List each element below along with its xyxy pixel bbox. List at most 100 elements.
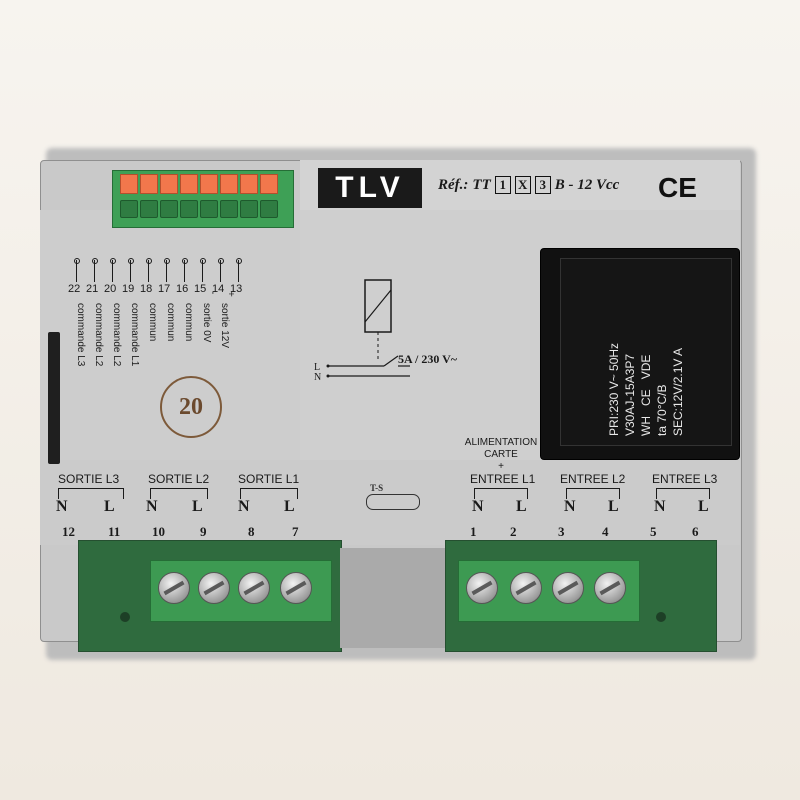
power-supply-label: ALIMENTATION CARTE + bbox=[458, 437, 544, 473]
terminal-number: 8 bbox=[248, 524, 255, 539]
screw-slot bbox=[163, 580, 185, 596]
screw-terminal[interactable] bbox=[594, 572, 626, 604]
neutral-pole: N bbox=[472, 498, 484, 515]
terminal-number: 1 bbox=[470, 524, 477, 539]
screw-slot bbox=[599, 580, 621, 596]
screw-terminal[interactable] bbox=[466, 572, 498, 604]
board-hole bbox=[656, 612, 666, 622]
screw-terminal[interactable] bbox=[552, 572, 584, 604]
neutral-pole: N bbox=[146, 498, 158, 515]
pin-dot bbox=[128, 258, 134, 264]
transformer-label-face bbox=[560, 258, 732, 446]
pin-line bbox=[202, 260, 203, 282]
neutral-pole: N bbox=[56, 498, 68, 515]
transformer-line: SEC:12V/2.1V A bbox=[671, 347, 685, 436]
ce-certification-mark: CE bbox=[658, 172, 697, 203]
input-section-label: ENTREE L2 bbox=[560, 472, 626, 486]
terminal-lever[interactable] bbox=[120, 174, 138, 194]
pin-line bbox=[220, 260, 221, 282]
terminal-lever[interactable] bbox=[180, 174, 198, 194]
module-bottom-strip bbox=[40, 460, 740, 545]
bracket bbox=[566, 488, 620, 499]
pin-function-label: commun bbox=[165, 303, 176, 342]
pin-number: 21 bbox=[86, 283, 99, 295]
relay-rating: 5A / 230 V~ bbox=[398, 352, 458, 366]
terminal-socket[interactable] bbox=[120, 200, 138, 218]
screw-terminal[interactable] bbox=[238, 572, 270, 604]
terminal-number: 2 bbox=[510, 524, 517, 539]
neutral-pole: N bbox=[238, 498, 250, 515]
terminal-socket[interactable] bbox=[240, 200, 258, 218]
screw-terminal[interactable] bbox=[510, 572, 542, 604]
pin-function-label: commande L3 bbox=[75, 303, 86, 367]
pin-function-label: sortie 0V bbox=[201, 303, 212, 343]
relay-contact bbox=[383, 355, 399, 367]
pin-polarity-label: - bbox=[207, 291, 218, 295]
output-section-label: SORTIE L3 bbox=[58, 472, 120, 486]
terminal-number: 3 bbox=[558, 524, 565, 539]
pin-polarity-label: + bbox=[225, 291, 236, 297]
reference-box-3: 3 bbox=[534, 176, 551, 194]
screw-slot bbox=[557, 580, 579, 596]
terminal-lever[interactable] bbox=[240, 174, 258, 194]
reference-line: Réf.: TT 1 X 3 B - 12 Vcc bbox=[438, 176, 619, 194]
neutral-pole: N bbox=[654, 498, 666, 515]
terminal-number: 4 bbox=[602, 524, 609, 539]
pin-number: 15 bbox=[194, 283, 207, 295]
pin-function-label: commande L1 bbox=[129, 303, 140, 367]
terminal-lever[interactable] bbox=[160, 174, 178, 194]
terminal-socket[interactable] bbox=[200, 200, 218, 218]
pin-function-label: sortie 12V bbox=[219, 303, 230, 349]
board-hole bbox=[120, 612, 130, 622]
terminal-lever[interactable] bbox=[140, 174, 158, 194]
live-pole: L bbox=[284, 498, 295, 515]
pin-line bbox=[238, 260, 239, 282]
pin-function-label: commun bbox=[147, 303, 158, 342]
live-pole: L bbox=[192, 498, 203, 515]
terminal-lever[interactable] bbox=[260, 174, 278, 194]
pin-line bbox=[148, 260, 149, 282]
power-supply-line: CARTE bbox=[484, 449, 518, 460]
reference-model: TT bbox=[472, 176, 491, 193]
output-section-label: SORTIE L1 bbox=[238, 472, 300, 486]
pin-dot bbox=[218, 258, 224, 264]
terminal-lever[interactable] bbox=[220, 174, 238, 194]
pin-dot bbox=[146, 258, 152, 264]
transformer-line: V30AJ-15A3P7 bbox=[623, 353, 637, 436]
power-supply-line: ALIMENTATION bbox=[464, 437, 538, 448]
terminal-number: 6 bbox=[692, 524, 699, 539]
reference-box-1: 1 bbox=[494, 176, 511, 194]
screw-slot bbox=[285, 580, 307, 596]
transformer-text-block: PRI:230 V~ 50Hz V30AJ-15A3P7 WH CE VDE t… bbox=[606, 268, 686, 436]
transformer-mark-line: WH CE VDE bbox=[638, 268, 654, 436]
pin-number: 22 bbox=[68, 283, 81, 295]
terminal-number: 5 bbox=[650, 524, 657, 539]
terminal-number: 10 bbox=[152, 524, 165, 539]
live-pole: L bbox=[104, 498, 115, 515]
input-section-label: ENTREE L3 bbox=[652, 472, 718, 486]
reference-suffix: B - 12 Vcc bbox=[554, 176, 620, 193]
center-divider bbox=[340, 548, 445, 648]
pin-dot bbox=[74, 258, 80, 264]
screw-slot bbox=[471, 580, 493, 596]
terminal-number: 12 bbox=[62, 524, 75, 539]
relay-node bbox=[326, 364, 330, 368]
pin-dot bbox=[110, 258, 116, 264]
terminal-lever[interactable] bbox=[200, 174, 218, 194]
terminal-socket[interactable] bbox=[180, 200, 198, 218]
pin-dot bbox=[164, 258, 170, 264]
screw-terminal[interactable] bbox=[198, 572, 230, 604]
screw-terminal[interactable] bbox=[280, 572, 312, 604]
pin-number: 16 bbox=[176, 283, 189, 295]
pin-line bbox=[112, 260, 113, 282]
bracket bbox=[150, 488, 208, 499]
screw-terminal[interactable] bbox=[158, 572, 190, 604]
live-pole: L bbox=[608, 498, 619, 515]
number-badge: 20 bbox=[160, 376, 222, 438]
terminal-socket[interactable] bbox=[140, 200, 158, 218]
terminal-socket[interactable] bbox=[220, 200, 238, 218]
terminal-socket[interactable] bbox=[160, 200, 178, 218]
pin-line bbox=[184, 260, 185, 282]
terminal-socket[interactable] bbox=[260, 200, 278, 218]
pin-dot bbox=[182, 258, 188, 264]
